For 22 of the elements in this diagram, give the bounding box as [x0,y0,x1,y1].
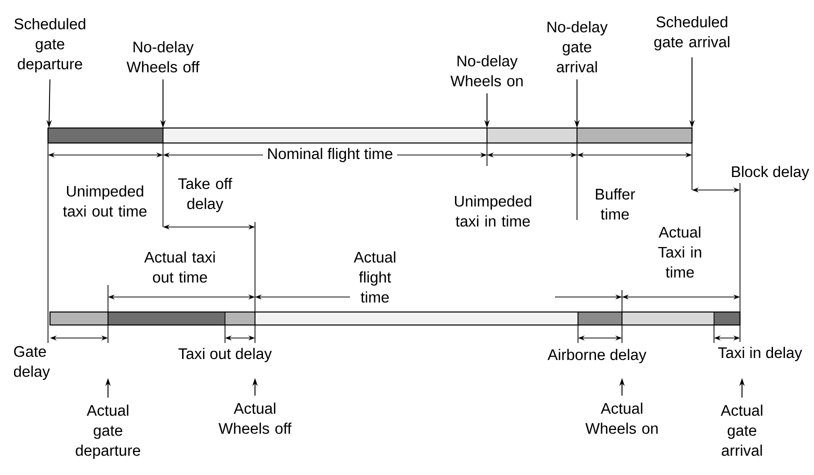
event-label: Actual gate departure [76,404,140,459]
event-label: No-delay Wheels on [450,55,523,86]
event-label: Actual Wheels on [585,402,658,434]
interval-label: Actual Taxi in time [658,226,702,278]
interval-label: Take off delay [178,178,232,212]
interval-label: Unimpeded taxi in time [455,195,532,227]
interval-label: Block delay [732,166,810,180]
event-label: No-delay Wheels off [126,41,200,72]
interval-label: Airborne delay [548,348,646,364]
interval-label: Nominal flight time [262,146,398,164]
event-label: Scheduled gate arrival [654,16,730,50]
event-label: Scheduled gate departure [14,18,86,72]
interval-label: Unimpeded taxi out time [63,185,146,217]
interval-label: Taxi in delay [718,346,802,362]
interval-label: Gate delay [14,346,50,380]
event-label: Actual Wheels off [218,402,292,434]
event-label: No-delay gate arrival [548,21,608,72]
interval-label: Actual taxi out time [144,251,215,283]
interval-label: Buffer time [596,188,636,220]
interval-label: Taxi out delay [178,348,272,362]
event-label: Actual gate arrival [720,404,762,456]
interval-label: Actual flight time [354,251,396,303]
